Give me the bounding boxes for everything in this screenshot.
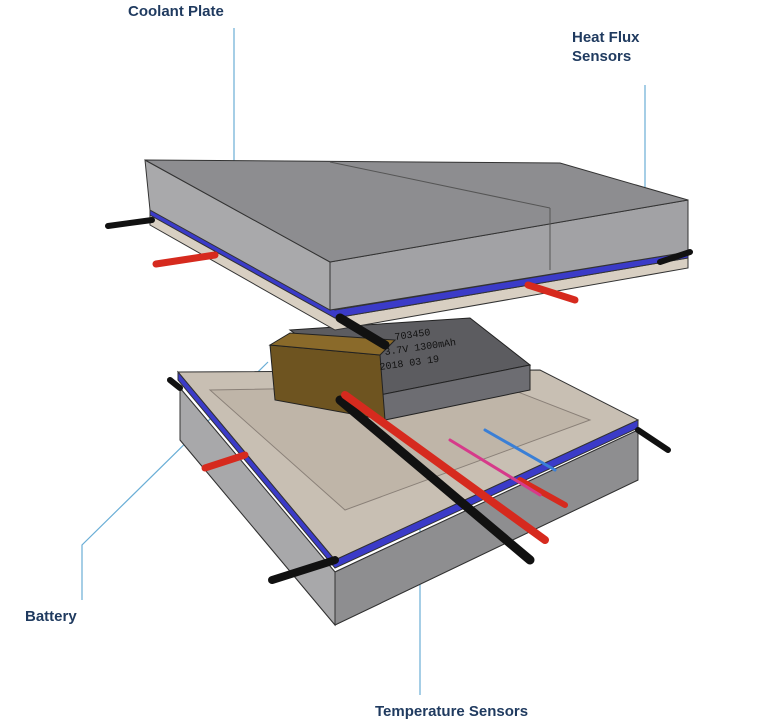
battery-label: Battery bbox=[25, 608, 77, 625]
sensor-wires bbox=[105, 217, 693, 584]
coolant-plate bbox=[144, 159, 689, 331]
battery-cell: 703450 3.7V 1300mAh 2018 03 19 bbox=[268, 317, 532, 421]
heat-flux-sensors-label: Heat Flux Sensors bbox=[572, 28, 640, 66]
heat-flux-label-line1: Heat Flux bbox=[572, 29, 640, 46]
temperature-sensors-label: Temperature Sensors bbox=[375, 703, 529, 720]
heat-flux-label-line2: Sensors bbox=[572, 48, 632, 65]
battery-marking-1: 703450 bbox=[394, 328, 431, 344]
coolant-plate-label: Coolant Plate bbox=[128, 3, 224, 20]
